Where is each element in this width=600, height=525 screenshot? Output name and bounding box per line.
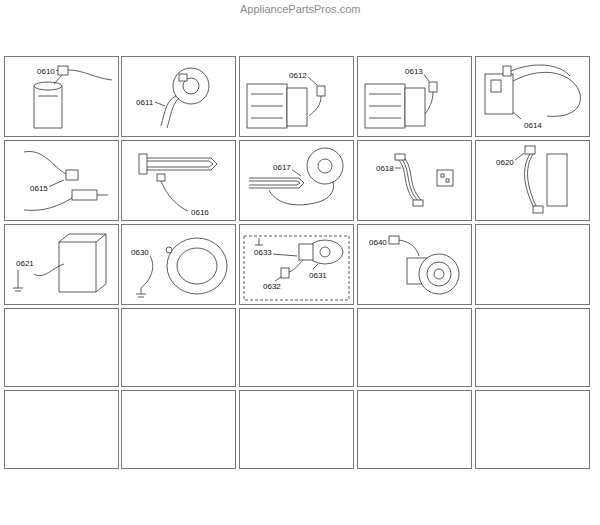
part-cell: 0610 [4, 56, 119, 137]
callout-number: 0611 [135, 98, 154, 107]
drain-pump [389, 236, 459, 294]
callout-number: 0640 [368, 238, 388, 247]
part-cell: 0630 [121, 224, 236, 305]
part-cell: 0612 [239, 56, 354, 137]
drum-ground-cable [136, 238, 227, 297]
part-cell: 0618 [357, 140, 472, 221]
part-cell: 0620 [475, 140, 590, 221]
part-cell: 0616 [121, 140, 236, 221]
callout-number: 0613 [404, 67, 424, 76]
callout-number: 0610 [36, 67, 56, 76]
part-cell: 0617 [239, 140, 354, 221]
part-cell: 0615 [4, 140, 119, 221]
temperature-sensor [24, 151, 108, 210]
callout-number: 0612 [288, 71, 308, 80]
callout-number: 0617 [272, 163, 292, 172]
part-cell: 0640 [357, 224, 472, 305]
part-cell: 0621 [4, 224, 119, 305]
callout-number: 0630 [130, 248, 150, 257]
callout-number: 0633 [253, 248, 273, 257]
empty-cell [5, 225, 590, 469]
control-module [247, 76, 325, 128]
callout-number: 0620 [495, 158, 515, 167]
control-module [365, 72, 437, 128]
interlock-harness [485, 65, 580, 119]
ground-cable [13, 234, 106, 292]
heating-element [139, 154, 217, 211]
callout-number: 0621 [15, 259, 35, 268]
heater-pump [249, 148, 343, 205]
callout-number: 0614 [523, 121, 543, 130]
callout-number: 0632 [262, 282, 282, 291]
part-cell: 0633 0632 0631 [239, 224, 354, 305]
motor-assembly [244, 236, 349, 300]
wire-harness [514, 146, 567, 213]
callout-number: 0631 [308, 271, 328, 280]
callout-number: 0616 [190, 208, 210, 217]
part-cell: 0613 [357, 56, 472, 137]
part-cell: 0614 [475, 56, 590, 137]
callout-number: 0618 [375, 164, 395, 173]
wire-harness [394, 154, 453, 206]
part-cell: 0611 [121, 56, 236, 137]
level-sensor [34, 66, 112, 128]
watermark: AppliancePartsPros.com [240, 3, 360, 15]
callout-number: 0615 [29, 184, 49, 193]
pressure-switch [155, 68, 209, 128]
